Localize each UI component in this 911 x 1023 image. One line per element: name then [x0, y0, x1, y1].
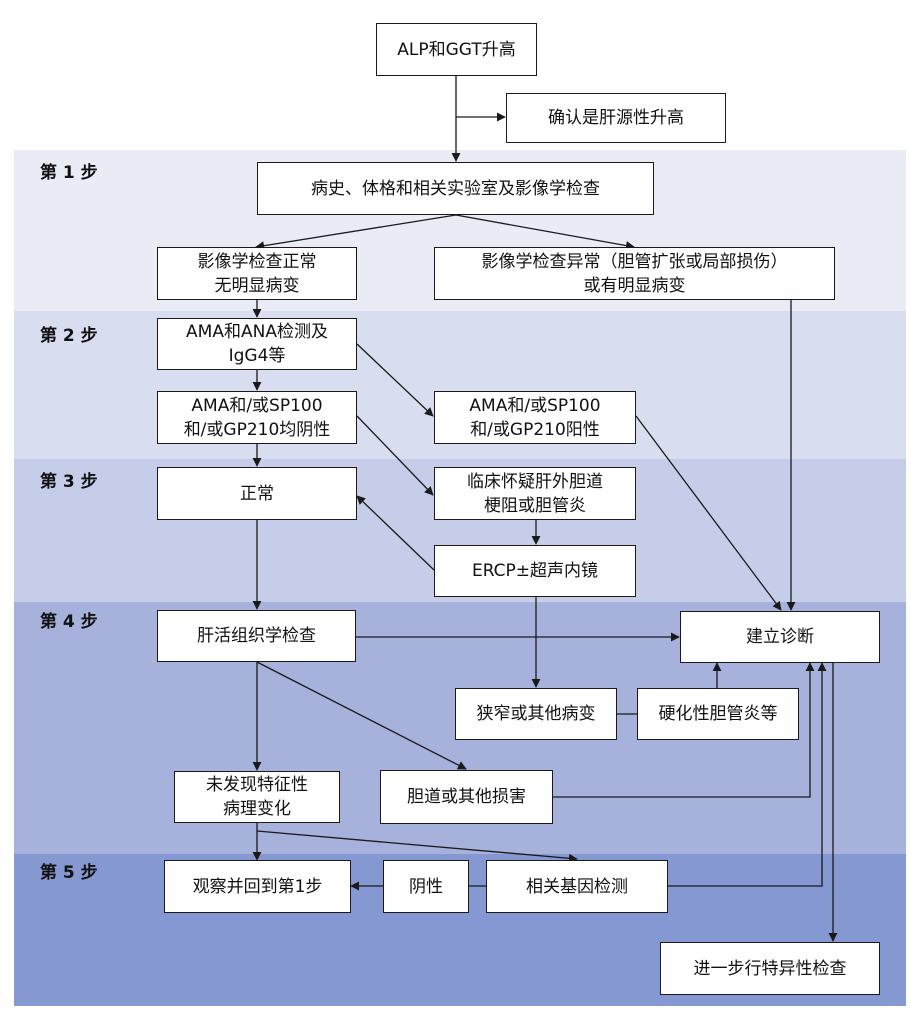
- node-history-exam: 病史、体格和相关实验室及影像学检查: [257, 162, 654, 215]
- arrow-biopsy-to-bile: [256, 661, 467, 770]
- node-normal: 正常: [157, 467, 357, 520]
- arrow-ama-test-to-ama-pos: [356, 343, 434, 417]
- arrow-ercp-to-normal: [356, 495, 435, 571]
- step-3-label: 第 3 步: [40, 472, 98, 492]
- node-imaging-normal: 影像学检查正常 无明显病变: [157, 247, 357, 300]
- node-ercp: ERCP±超声内镜: [434, 545, 636, 597]
- node-ama-positive: AMA和/或SP100 和/或GP210阳性: [434, 391, 636, 444]
- step-2-label: 第 2 步: [40, 326, 98, 346]
- node-liver-biopsy: 肝活组织学检查: [157, 610, 356, 662]
- node-further-specific-test: 进一步行特异性检查: [660, 942, 880, 995]
- node-ama-negative: AMA和/或SP100 和/或GP210均阴性: [157, 391, 357, 444]
- node-confirm-hepatic-origin: 确认是肝源性升高: [506, 93, 726, 143]
- step-5-label: 第 5 步: [40, 863, 98, 883]
- arrow-history-to-img-abnormal: [455, 214, 635, 250]
- node-suspect-obstruction: 临床怀疑肝外胆道 梗阻或胆管炎: [434, 467, 636, 520]
- node-imaging-abnormal: 影像学检查异常（胆管扩张或局部损伤） 或有明显病变: [434, 247, 835, 300]
- arrow-nofind-to-gene: [256, 830, 578, 863]
- arrow-history-to-img-normal: [255, 214, 457, 251]
- step-4-label: 第 4 步: [40, 612, 98, 632]
- arrow-ama-pos-to-diag: [635, 415, 782, 611]
- arrow-bile-to-diag: [553, 662, 815, 798]
- node-ama-ana-test: AMA和ANA检测及 IgG4等: [157, 318, 357, 370]
- node-no-characteristic-change: 未发现特征性 病理变化: [174, 771, 340, 823]
- node-sclerosing-cholangitis: 硬化性胆管炎等: [637, 688, 799, 740]
- node-observe-return: 观察并回到第1步: [164, 860, 351, 913]
- arrow-gene-to-diag: [668, 662, 827, 887]
- arrow-ama-neg-to-obstruct: [356, 415, 434, 496]
- step-1-label: 第 1 步: [40, 163, 98, 183]
- node-biliary-damage: 胆道或其他损害: [380, 770, 553, 824]
- node-stricture: 狭窄或其他病变: [455, 688, 617, 740]
- node-establish-diagnosis: 建立诊断: [680, 611, 880, 663]
- node-negative: 阴性: [383, 860, 469, 913]
- node-gene-test: 相关基因检测: [486, 860, 668, 913]
- node-alp-ggt-elevated: ALP和GGT升高: [376, 23, 537, 76]
